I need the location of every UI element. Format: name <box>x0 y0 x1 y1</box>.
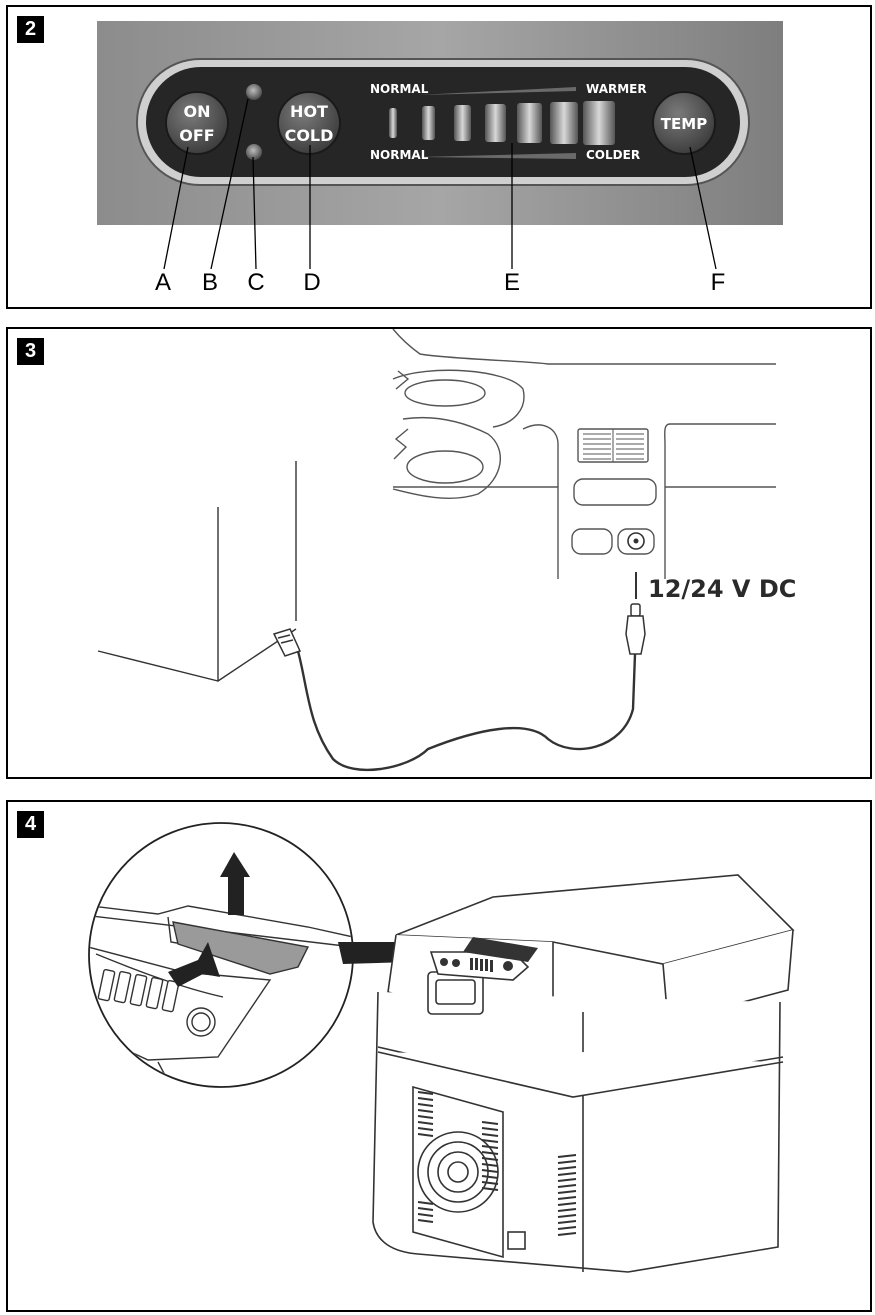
socket-icon <box>627 532 645 550</box>
cooler-box <box>372 874 795 1273</box>
indicator-led-b <box>246 84 262 100</box>
side-switch <box>507 1231 526 1250</box>
dashboard-lower-outline <box>393 486 559 579</box>
temp-button[interactable]: TEMP <box>652 91 716 155</box>
scale-warmer: WARMER <box>586 82 647 96</box>
lift-arrow-icon <box>220 852 250 915</box>
level-segment <box>389 108 397 138</box>
push-arrow-icon <box>168 942 220 987</box>
temperature-level-indicator <box>389 101 615 145</box>
level-segment <box>454 105 471 141</box>
callout-c: C <box>247 269 264 296</box>
callout-d: D <box>303 269 320 296</box>
callout-leaders <box>163 98 717 270</box>
indicator-led-c <box>246 144 262 160</box>
fridge-connector <box>272 628 302 657</box>
figure-2-control-panel: 2 <box>6 5 872 309</box>
scale-normal-top: NORMAL <box>370 82 429 96</box>
power-cable <box>296 650 637 772</box>
hot-label: HOT <box>290 102 328 121</box>
callout-b: B <box>202 269 218 296</box>
on-off-button[interactable]: ON OFF <box>165 91 229 155</box>
cold-label: COLD <box>285 126 334 145</box>
scale-colder: COLDER <box>586 148 640 162</box>
figure-number: 4 <box>17 811 44 838</box>
figure-4-cooler-box: 4 <box>6 800 872 1312</box>
dash-button <box>571 528 613 555</box>
socket-housing <box>617 528 655 555</box>
dashboard-outline <box>392 329 776 365</box>
hot-cold-button[interactable]: HOT COLD <box>277 91 341 155</box>
control-panel-illustration: ON OFF HOT COLD NORMAL WARMER NORMAL COL… <box>97 21 783 296</box>
on-label: ON <box>184 102 211 121</box>
level-segment <box>583 101 615 145</box>
level-segment <box>550 102 578 144</box>
detail-magnifier <box>88 822 354 1088</box>
callout-f: F <box>711 269 726 296</box>
level-segment <box>485 104 506 142</box>
voltage-label: 12/24 V DC <box>648 575 796 603</box>
radio-slot <box>573 478 657 506</box>
cooler-box-illustration <box>88 822 795 1273</box>
figure-number: 3 <box>17 338 44 365</box>
level-segment <box>517 103 542 143</box>
off-label: OFF <box>179 126 214 145</box>
power-connection-illustration: 12/24 V DC <box>97 329 796 772</box>
figure-3-power-connection: 3 <box>6 327 872 779</box>
temp-label: TEMP <box>661 115 707 133</box>
level-segment <box>422 106 435 140</box>
callout-a: A <box>155 269 171 296</box>
scale-normal-bottom: NORMAL <box>370 148 429 162</box>
lid-latch-opening <box>463 937 538 962</box>
cigarette-plug <box>625 603 646 655</box>
figure-number: 2 <box>17 16 44 43</box>
release-latch <box>172 921 310 975</box>
callout-e: E <box>504 269 520 296</box>
